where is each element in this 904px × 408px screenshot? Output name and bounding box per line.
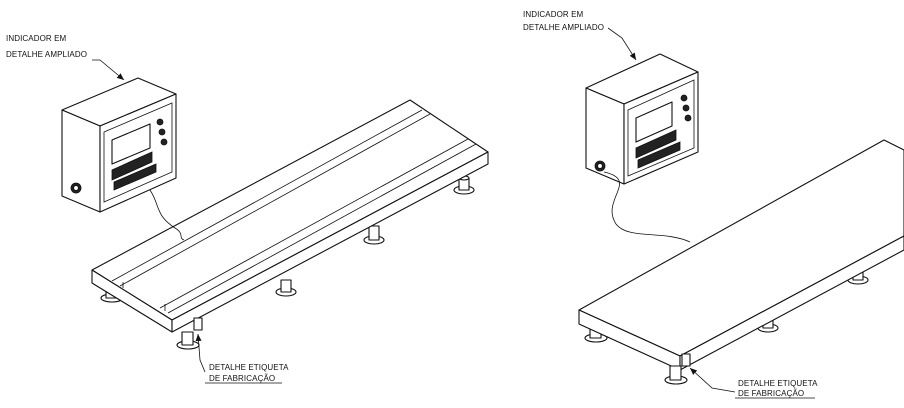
right-indicator-label-line1: INDICADOR EM: [523, 10, 584, 19]
left-foot-front-right: [176, 317, 203, 350]
right-foot-front-right: [664, 353, 691, 385]
left-foot-front-mid: [275, 279, 297, 297]
right-scale-figure: INDICADOR EM DETALHE AMPLIADO DETALHE ET…: [523, 10, 904, 399]
right-plate-label-line1: DETALHE ETIQUETA: [738, 379, 818, 388]
left-platform: [91, 99, 489, 333]
left-scale-figure: INDICADOR EM DETALHE AMPLIADO DETALHE ET…: [6, 34, 489, 384]
right-plate-label-line2: DE FABRICAÇÃO: [738, 389, 804, 398]
left-indicator-label-line2: DETALHE AMPLIADO: [6, 50, 87, 59]
left-indicator-label-line1: INDICADOR EM: [6, 34, 67, 43]
right-platform: [578, 139, 904, 371]
left-plate-label-line2: DE FABRICAÇÃO: [209, 374, 275, 383]
left-indicator-box: [61, 77, 185, 241]
right-indicator-box: [585, 53, 699, 243]
right-indicator-label-line2: DETALHE AMPLIADO: [523, 23, 604, 32]
left-foot-back-mid: [363, 225, 385, 245]
left-plate-label-line1: DETALHE ETIQUETA: [209, 363, 289, 372]
